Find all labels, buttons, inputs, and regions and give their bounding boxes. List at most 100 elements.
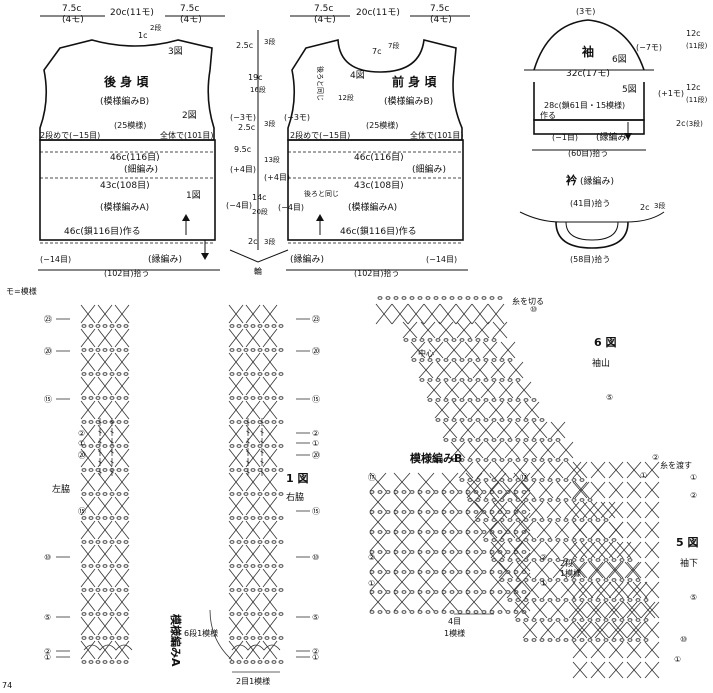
back-upper-outline	[39, 39, 215, 141]
back-pattern-a: (模様編みA)	[100, 201, 149, 213]
chart-fig6: 6 図	[594, 335, 616, 349]
back-fig3: 3図	[168, 46, 183, 57]
chart-six-rows: 6段1模様	[184, 628, 218, 638]
front-upper-outline	[287, 38, 463, 141]
dim-c5: (+4目)	[230, 165, 256, 174]
chart-fig1: 1 図	[286, 471, 308, 485]
chart-pattern-b: 模様編みB	[410, 451, 462, 465]
dim-c2: 19c	[248, 73, 263, 82]
front-lower-outline	[287, 139, 464, 241]
sleeve-dec1: (−1目)	[552, 133, 578, 142]
back-side-dec: (−3モ)	[230, 113, 256, 122]
pb-row-17b: ⑰	[520, 473, 528, 482]
back-neck-rows: 2段	[150, 23, 161, 32]
front-pattern-a: (模様編みA)	[348, 201, 397, 213]
back-fig1: 1図	[186, 190, 201, 201]
back-fine: (細編み)	[124, 163, 158, 175]
dim-c3r: 3段	[264, 119, 275, 128]
front-row-note: 2段めで(−15目)	[290, 130, 350, 140]
front-w46: 46c(116目)	[354, 152, 404, 163]
front-neck: 7c	[372, 47, 382, 56]
chart-two-st: 2目1模様	[236, 676, 270, 686]
sleeve-cap: (3モ)	[576, 7, 595, 16]
collar-edge: (縁編み)	[580, 175, 614, 187]
right-row-r23-0: ㉓	[312, 315, 320, 324]
collar-bottom: (58目)拾う	[570, 254, 610, 264]
pb-row-2b: ②	[540, 553, 547, 562]
dim-c9: 2c	[248, 237, 258, 246]
dim-c6: (+4目)	[264, 173, 290, 182]
left-row-r5-4: ⑤	[44, 613, 51, 622]
sleeve-fig6: 6図	[612, 54, 627, 65]
back-pickup: (102目)拾う	[104, 268, 150, 278]
right-row-r2-9: ②	[312, 647, 319, 656]
front-top-right: 7.5c	[430, 4, 449, 14]
right-row-r15-6: ⑮	[312, 507, 320, 516]
front-top-left-m: (4モ)	[314, 15, 336, 25]
left-row-r1-6: ①	[44, 653, 51, 662]
left-row-r20-1: ⑳	[44, 347, 52, 356]
left-inner-r20-2: ⑳	[78, 451, 86, 460]
cap-row-2: ②	[652, 453, 659, 462]
under-row-2: ②	[690, 491, 697, 500]
back-lower-outline	[39, 139, 216, 241]
front-fine: (細編み)	[412, 163, 446, 175]
legend: モ=模様	[6, 286, 37, 296]
front-same-back2: 後ろと同じ	[304, 189, 339, 198]
front-total: 全体で(101目)	[410, 130, 464, 140]
dim-c4: 9.5c	[234, 145, 251, 154]
left-row-r10-3: ⑩	[44, 553, 51, 562]
back-title: 後 身 頃	[104, 74, 149, 89]
front-stitch25: (25模様)	[366, 120, 398, 130]
chart-fig5: 5 図	[676, 535, 698, 549]
left-inner-r2-0: ②	[78, 429, 85, 438]
chart-underarm: 袖下	[680, 557, 698, 569]
dim-c1r: 3段	[264, 37, 275, 46]
back-top-left: 7.5c	[62, 4, 81, 14]
back-top-center: 20c(11モ)	[110, 8, 154, 18]
left-inner-r15-3: ⑮	[78, 507, 86, 516]
sleeve-r3m: (3段)	[686, 119, 703, 128]
under-row-10: ⑩	[680, 635, 687, 644]
under-row-1: ①	[690, 473, 697, 482]
sleeve-r2: 12c	[686, 83, 701, 92]
sleeve-dec7: (−7モ)	[636, 43, 662, 52]
dim-c7: 14c	[252, 193, 267, 202]
chart-left-side: 左脇	[52, 483, 70, 495]
back-chain: 46c(鎖116目)作る	[64, 225, 141, 237]
collar-title: 衿	[566, 173, 577, 187]
back-w43: 43c(108目)	[100, 180, 150, 191]
pb-row-1b: ①	[540, 579, 547, 588]
back-neck: 1c	[138, 31, 148, 40]
right-row-r2-3: ②	[312, 429, 319, 438]
back-total: 全体で(101目)	[160, 130, 214, 140]
chart-cap: 袖山	[592, 357, 610, 369]
back-body-schematic: 7.5c (4モ) 20c(11モ) 7.5c (4モ) 1c 2段 3図 後 …	[38, 4, 256, 278]
back-w46: 46c(116目)	[110, 152, 160, 163]
back-fig2: 2図	[182, 110, 197, 121]
chart-attach: 糸を渡す	[660, 460, 692, 470]
pb-row-1: ①	[368, 579, 375, 588]
dim-c1: 2.5c	[236, 41, 253, 50]
right-row-r5-8: ⑤	[312, 613, 319, 622]
page-number: 74	[2, 681, 12, 689]
sleeve-inc: (+1モ)	[658, 89, 684, 98]
front-side-dec: (−3モ)	[284, 113, 310, 122]
left-row-r2-5: ②	[44, 647, 51, 656]
sleeve-r1: 12c	[686, 29, 701, 38]
dim-c2r: 16段	[250, 85, 266, 94]
chart-two-rows: 2段	[560, 558, 573, 568]
sleeve-schematic: (3モ) 袖 6図 (−7モ) 12c (11段) 32c(17モ) 5図 (+…	[524, 7, 708, 158]
front-pattern-b: (模様編みB)	[384, 95, 433, 107]
sleeve-make: 作る	[540, 110, 556, 120]
right-row-r20-5: ⑳	[312, 451, 320, 460]
cap-row-5: ⑤	[606, 393, 613, 402]
back-edge: (縁編み)	[148, 253, 182, 265]
front-dec4: (−4目)	[278, 203, 304, 212]
left-inner-r1-1: ①	[78, 439, 85, 448]
sleeve-r1m: (11段)	[686, 41, 708, 50]
sleeve-pickup: (60目)拾う	[568, 148, 608, 158]
pb-row-17: ⑰	[368, 473, 376, 482]
